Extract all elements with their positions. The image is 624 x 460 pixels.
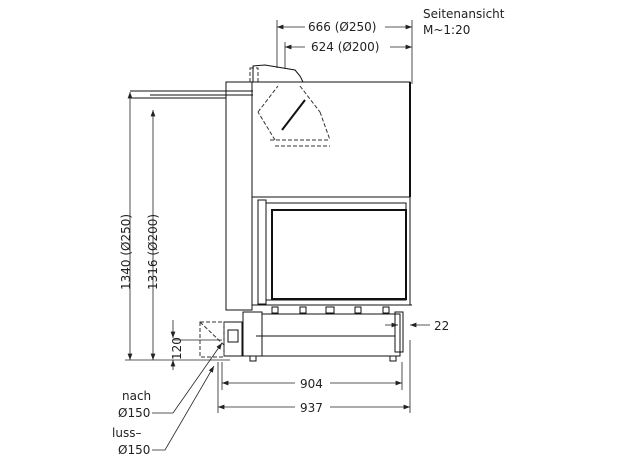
- height-dimensions: 1340 (Ø250) 1316 (Ø200) 120: [119, 92, 230, 370]
- offset-dimension: 22: [385, 319, 449, 333]
- dim-666: 666 (Ø250): [308, 20, 376, 34]
- label-luss: luss–: [112, 426, 141, 440]
- view-title: Seitenansicht: [423, 7, 505, 21]
- view-scale: M~1:20: [423, 23, 470, 37]
- connection-labels: nach Ø150 luss– Ø150: [112, 342, 223, 457]
- dim-1340: 1340 (Ø250): [119, 214, 133, 290]
- fireplace-body: [130, 64, 412, 362]
- dim-120: 120: [170, 337, 184, 360]
- label-diameter-1: Ø150: [118, 406, 150, 420]
- dim-624: 624 (Ø200): [311, 40, 379, 54]
- dim-937: 937: [300, 401, 323, 415]
- dim-904: 904: [300, 377, 323, 391]
- dim-1316: 1316 (Ø200): [146, 214, 160, 290]
- label-diameter-2: Ø150: [118, 443, 150, 457]
- label-nach: nach: [122, 389, 151, 403]
- top-dimensions: 666 (Ø250) 624 (Ø200): [276, 20, 413, 84]
- bottom-dimensions: 904 937: [217, 340, 411, 415]
- dim-22: 22: [434, 319, 449, 333]
